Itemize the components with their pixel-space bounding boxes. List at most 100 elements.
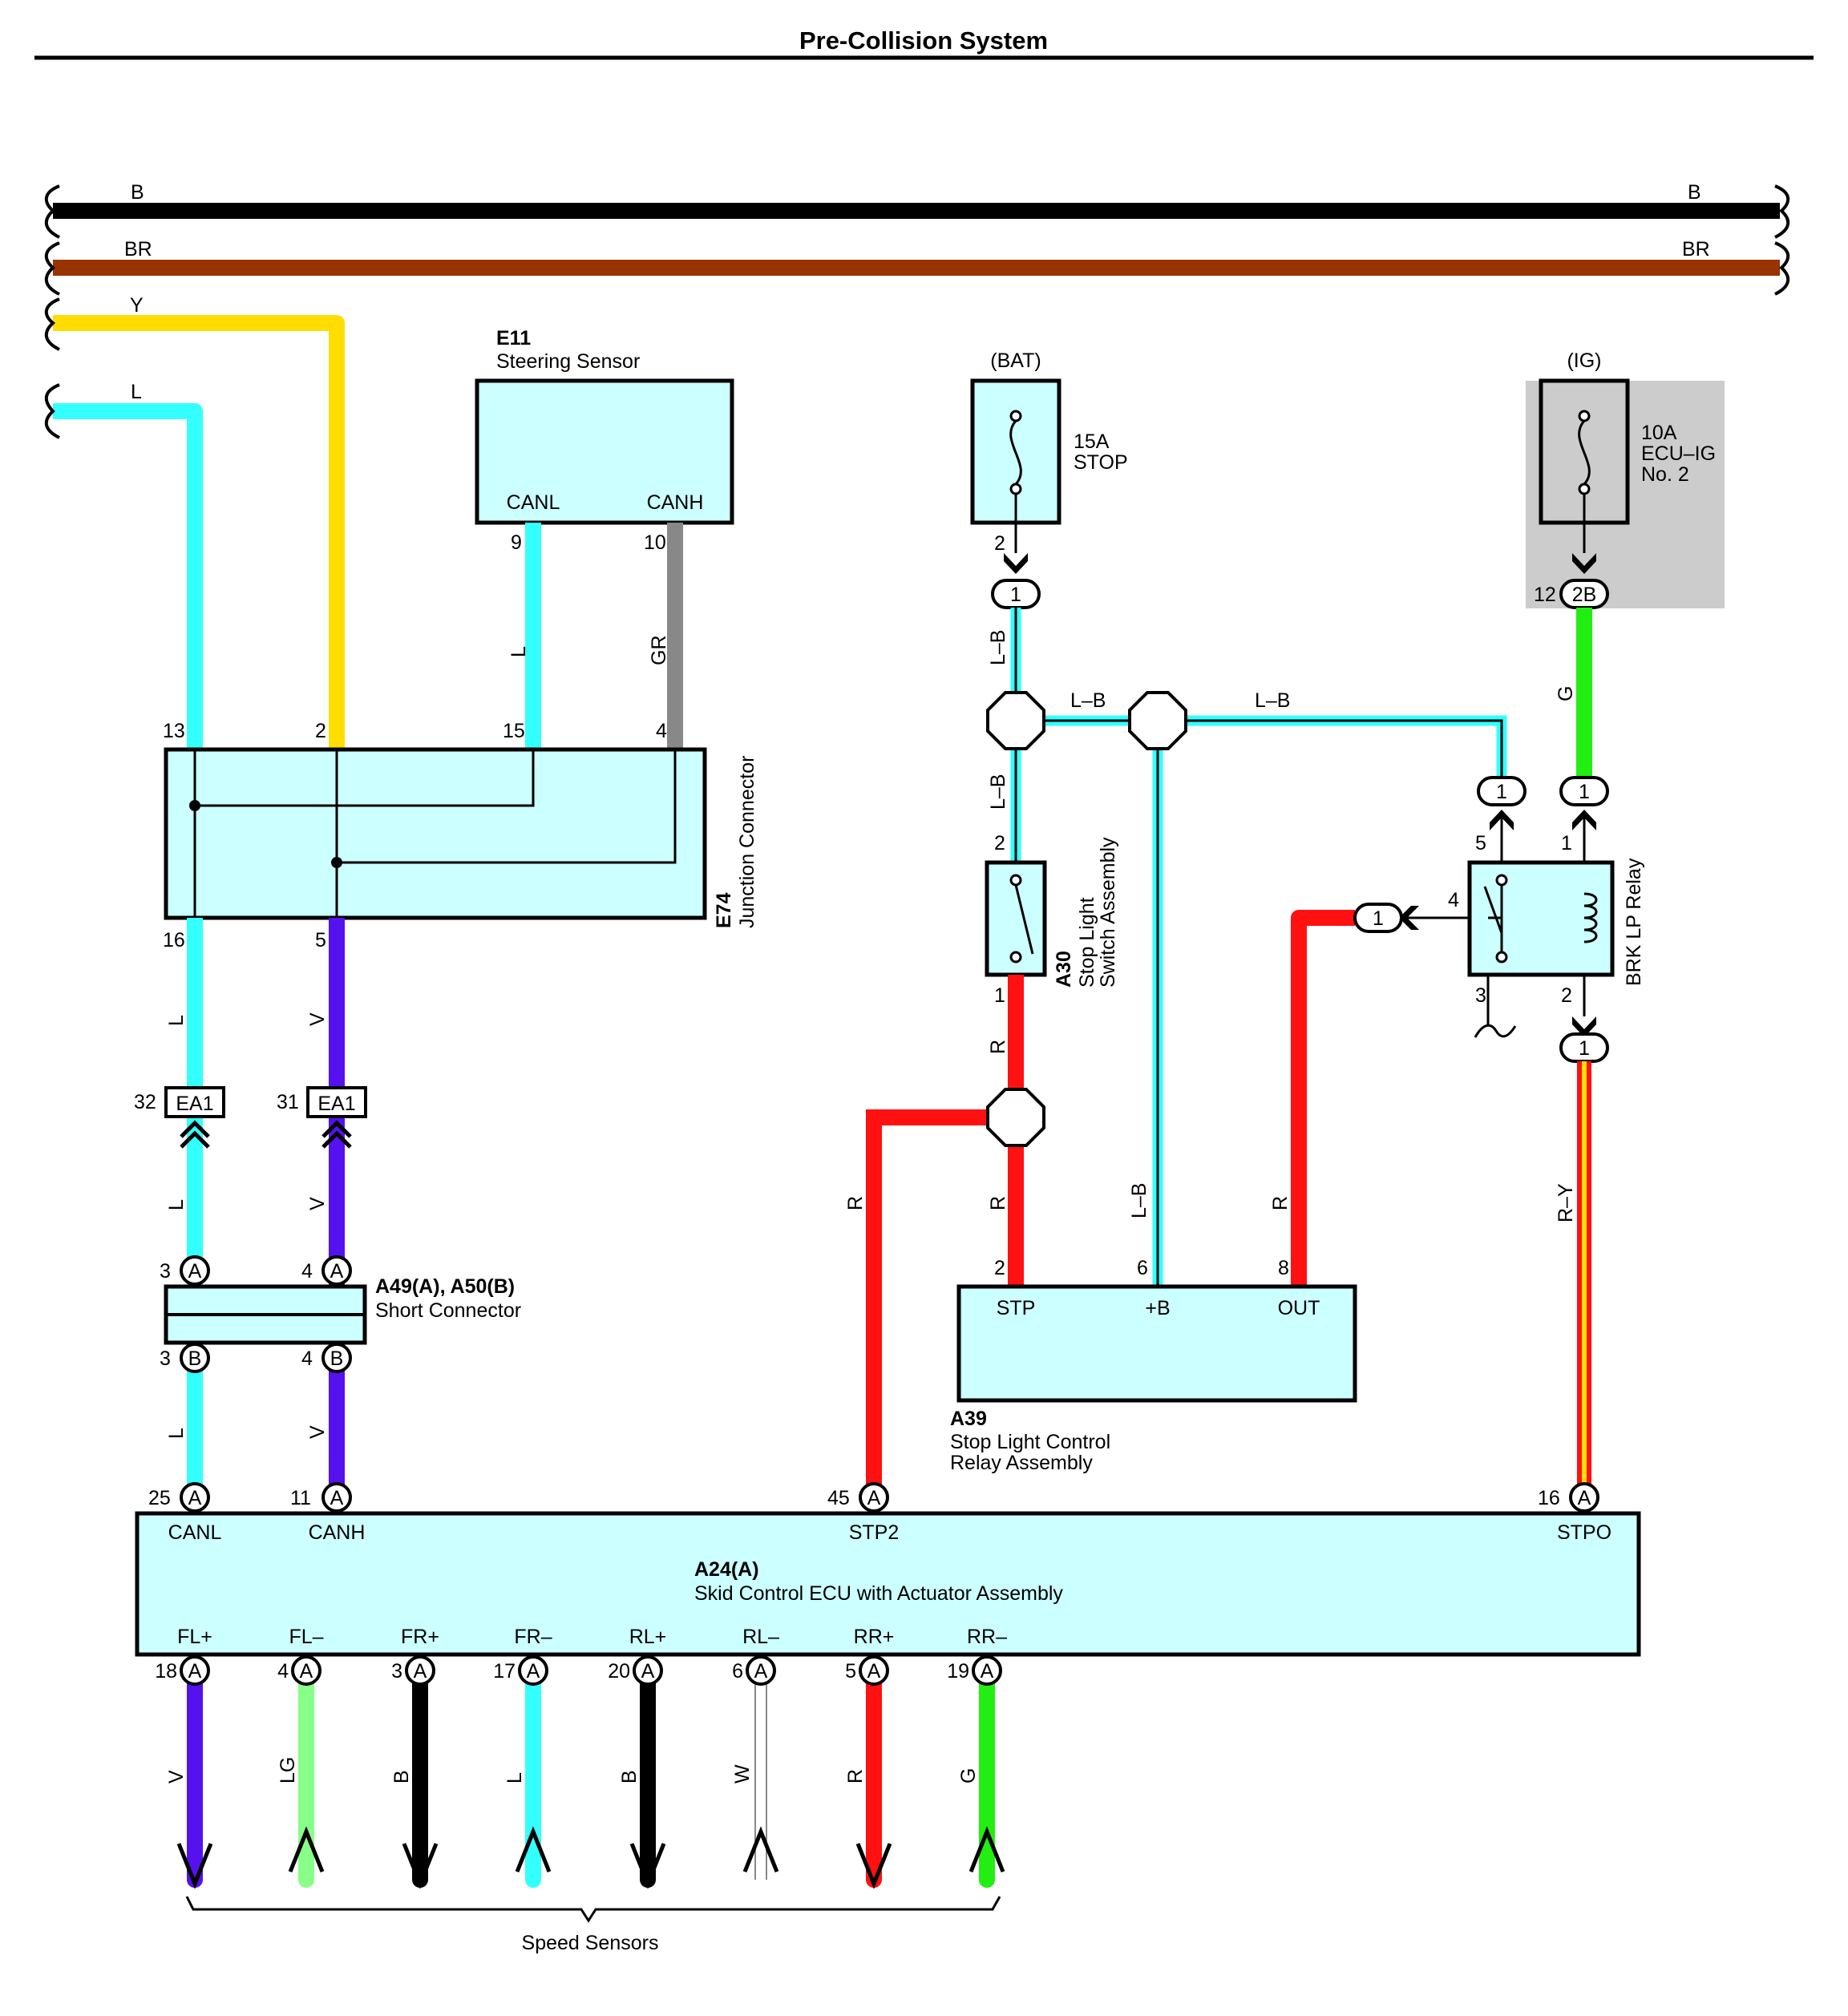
e74-splice-v [331,857,342,868]
a39-pin-8: 8 [1278,1257,1289,1279]
stop-fuse-term-top [1009,410,1022,422]
e74-pin-16: 16 [163,929,185,951]
brk-arrow-1-icon [1572,810,1596,830]
wire-l-16-label: L [165,1015,188,1026]
a39-stop-light-control-relay: STP +B OUT 2 6 8 A39 Stop Light Control … [950,1257,1357,1474]
brk-pin-4: 4 [1448,889,1459,911]
fuse-icon [1578,420,1591,486]
a39-pin-6: 6 [1137,1257,1148,1279]
e74-pin-13: 13 [163,720,185,742]
a24-pin-25: 25 [148,1487,171,1509]
a24-pin-stp2: STP2 [849,1521,900,1544]
ig-fuse-term-bottom [1578,483,1591,495]
bus-br-right-label: BR [1682,238,1710,261]
ig-junction-2b-label: 2B [1572,584,1597,606]
sensor-arrow-up-icon [968,1826,1005,1873]
a24-sensor-pin-name: FR– [514,1626,552,1648]
lb-wire-horiz-core [1016,719,1503,776]
wire-v-5-label: V [306,1012,329,1026]
lb-a39-label: L–B [1128,1183,1150,1218]
stop-fuse-arrow-icon [1004,553,1028,574]
sensor-arrow-up-icon [515,1826,552,1873]
a24-sensor-conn-letter: A [641,1660,655,1683]
a24-sensor-pin-number: 18 [155,1660,177,1683]
a24-pin-stpo: STPO [1557,1521,1611,1544]
a50-conn-3-letter: B [188,1347,202,1370]
stop-fuse: (BAT) 15A STOP 2 1 [970,349,1128,609]
a30-term-top [1009,874,1022,887]
brk-junction-4 [1353,903,1403,933]
speed-sensors-brace [185,1896,1001,1923]
a24-sensor-conn [746,1655,776,1686]
wire-v-ea1-label: V [306,1197,329,1210]
e74-id: E74 [713,892,735,928]
fuse-icon [1009,420,1022,486]
ea1-chevron-l [180,1120,210,1149]
ea1-connectors: EA1 32 EA1 31 [134,1086,367,1149]
speed-sensors-label: Speed Sensors [522,1932,659,1954]
sensor-arrow-up-icon [742,1826,779,1873]
brk-name: BRK LP Relay [1623,858,1645,986]
a24-id: A24(A) [694,1558,759,1581]
stop-fuse-pin-2: 2 [994,532,1005,555]
a24-sensor-pin-number: 4 [277,1660,289,1683]
lb-mid-label: L–B [1070,689,1106,712]
e11-pin-canl: CANL [507,491,560,514]
ry-wire: R–Y [1555,1061,1591,1496]
e74-int-15 [195,749,535,807]
a24-sensor-pin-name: FR+ [401,1626,439,1648]
e74-pin-15: 15 [503,720,525,742]
a24-box [135,1511,1641,1657]
a24-conn-11-letter: A [330,1487,344,1509]
brk-junction-1 [1559,776,1609,806]
a24-sensor-conn-letter: A [527,1660,540,1683]
a24-pin-11: 11 [290,1487,311,1509]
a49-conn-3-letter: A [188,1260,202,1283]
bus-break-right-br [1774,241,1790,296]
a50-conn-3 [180,1343,210,1373]
a24-conn-45-letter: A [867,1487,881,1509]
ea1-chevron-v [321,1120,352,1149]
brk-junction-5 [1477,776,1527,806]
a24-conn-45 [859,1482,889,1513]
speed-sensor-wires: FL+A18VFL–A4LGFR+A3BFR–A17LRL+A20BRL–A6W… [155,1626,1007,1889]
a24-sensor-conn-letter: A [867,1660,881,1683]
e74-int-4 [337,749,677,864]
a30-stop-light-switch: 2 1 A30 Stop Light Switch Assembly [985,832,1119,1007]
bus-break-right-b [1774,184,1790,239]
ea1-label-v: EA1 [317,1093,355,1115]
a24-conn-25 [180,1482,210,1513]
a49-a50-short-connector: A A B B 3 4 3 4 A49(A), A50(B) Short Con… [160,1255,521,1373]
a24-conn-16-letter: A [1578,1487,1591,1509]
a24-sensor-conn [405,1655,435,1686]
bus-b-right-label: B [1688,181,1701,204]
a39-id: A39 [950,1408,987,1430]
a24-sensor-conn-letter: A [300,1660,313,1683]
a24-sensor-pin-number: 3 [391,1660,402,1683]
a49-pin-3: 3 [160,1260,171,1283]
e74-pin-2: 2 [315,720,326,742]
a50-conn-4-letter: B [330,1347,344,1370]
a24-sensor-pin-name: RL– [742,1626,779,1648]
e11-wire-l-label: L [507,646,530,657]
wire-l-b-label: L [165,1428,188,1439]
sensor-wire-label: G [957,1768,980,1784]
a39-pin-out: OUT [1278,1297,1320,1319]
a50-pin-3: 3 [160,1347,171,1370]
a49-id: A49(A), A50(B) [375,1275,515,1298]
bus-br-left-label: BR [124,238,152,261]
brk-lp-relay: 1 1 1 1 5 1 4 3 2 BRK LP Relay [1353,776,1645,1063]
wire-v-b-label: V [306,1425,329,1439]
wire-l-ea1-label: L [165,1199,188,1210]
a24-sensor-pin-number: 20 [608,1660,630,1683]
brk-junction-1-pin: 1 [1579,781,1590,803]
ea1-pin-32: 32 [134,1091,156,1113]
ea1-label-l: EA1 [176,1093,213,1115]
brk-junction-5-pin: 1 [1496,781,1507,803]
ig-supply-label: (IG) [1567,349,1601,372]
ea1-box-v [306,1086,367,1118]
power-bus: B B BR BR [44,181,1790,296]
ig-pin-12: 12 [1534,584,1556,606]
e11-wire-gr-label: GR [648,636,670,666]
a24-sensor-pin-number: 6 [732,1660,743,1683]
